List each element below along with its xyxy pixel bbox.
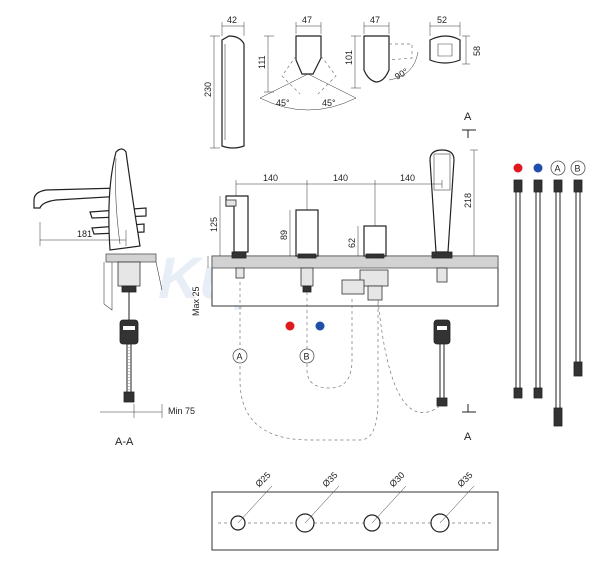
legend-cold-marker <box>533 163 543 173</box>
dim-height-knob-1: 89 <box>279 230 289 240</box>
dim-angle-mixer-2: 90° <box>393 66 410 82</box>
dim-angle-left: 45° <box>276 98 290 108</box>
legend-b-label: B <box>575 164 581 174</box>
hole-dia-4: Ø35 <box>456 470 475 489</box>
hole-dia-3: Ø30 <box>388 470 407 489</box>
dim-width-spout: 42 <box>227 15 237 25</box>
section-label: A-A <box>115 436 134 448</box>
hose-b-label: B <box>304 352 310 362</box>
hose-a-marker <box>232 348 248 364</box>
dim-height-shower: 58 <box>472 46 482 56</box>
dim-reach: 181 <box>77 229 92 239</box>
legend-hot-marker <box>513 163 523 173</box>
hoses-legend: A B <box>513 160 586 427</box>
dim-height-spout-front: 125 <box>209 217 219 232</box>
dim-spacing-1: 140 <box>263 173 278 183</box>
section-mark-top: A <box>464 111 472 123</box>
dim-spacing-2: 140 <box>333 173 348 183</box>
legend-a-marker <box>550 160 566 176</box>
front-view: Max 25 1 <box>191 111 499 443</box>
top-view-mixer-2: 47 101 90° <box>344 15 419 89</box>
cold-water-marker <box>315 321 325 331</box>
hose-b-marker <box>299 348 315 364</box>
section-mark-bottom: A <box>464 431 472 443</box>
hole-dia-2: Ø35 <box>321 470 340 489</box>
dim-width-mixer-2: 47 <box>370 15 380 25</box>
dim-height-shower-front: 218 <box>463 193 473 208</box>
hot-water-marker <box>285 321 295 331</box>
top-view-spout: 42 230 <box>203 15 245 149</box>
dim-spacing-3: 140 <box>400 173 415 183</box>
hole-plan: Ø25 Ø35 Ø30 Ø35 <box>211 470 499 551</box>
dim-height-mixer-1: 111 <box>257 55 267 69</box>
dim-deck-max: Max 25 <box>191 286 201 316</box>
side-section-view: 181 Min 75 A-A <box>33 148 195 448</box>
dim-angle-right: 45° <box>322 98 336 108</box>
top-view-shower-holder: 52 58 <box>429 15 482 65</box>
dim-width-shower: 52 <box>437 15 447 25</box>
top-view-mixer-1: 47 111 45° 45° <box>257 15 357 111</box>
dim-height-knob-2: 62 <box>347 238 357 248</box>
dim-min-depth: Min 75 <box>168 406 195 416</box>
dim-width-mixer-1: 47 <box>302 15 312 25</box>
dim-height-spout: 230 <box>203 82 213 97</box>
legend-a-label: A <box>555 164 561 174</box>
dim-height-mixer-2: 101 <box>344 50 354 65</box>
hose-a-label: A <box>237 352 243 362</box>
legend-b-marker <box>570 160 586 176</box>
hole-dia-1: Ø25 <box>254 470 273 489</box>
